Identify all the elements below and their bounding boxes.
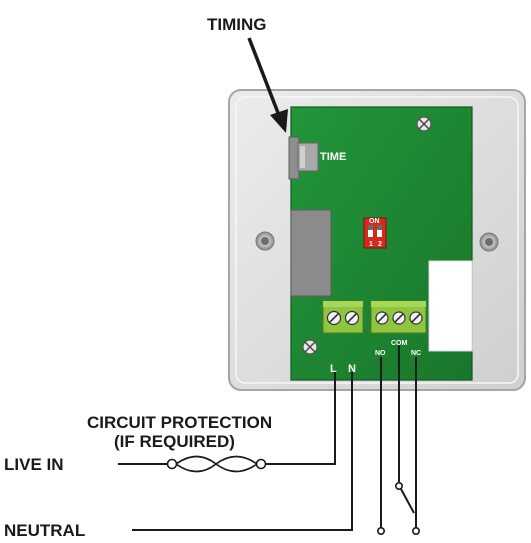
terminal-block-relay: [370, 300, 427, 334]
wires: [118, 345, 417, 531]
arrow-icon: [247, 37, 288, 133]
label-nc: NC: [411, 350, 421, 357]
fuse-icon: [166, 455, 267, 473]
if-required-label: (IF REQUIRED): [114, 432, 235, 451]
label-l: L: [330, 363, 337, 375]
dip-2-label: 2: [378, 241, 382, 248]
dip-1-label: 1: [369, 241, 373, 248]
mounting-hole-left: [255, 231, 275, 251]
timing-label: TIMING: [207, 15, 267, 34]
live-in-label: LIVE IN: [4, 455, 64, 474]
timing-potentiometer: [288, 136, 319, 180]
label-n: N: [348, 363, 356, 375]
time-label: TIME: [320, 151, 346, 163]
label-com: COM: [391, 340, 408, 347]
neutral-label: NEUTRAL: [4, 521, 85, 540]
relay-component: [290, 209, 332, 297]
dip-on-label: ON: [369, 218, 380, 225]
label-no: NO: [375, 350, 386, 357]
terminal-block-ln: [322, 300, 364, 334]
relay-contact-symbol: [376, 481, 420, 535]
white-component: [428, 260, 473, 352]
dip-switch: [363, 217, 387, 249]
mounting-hole-right: [479, 232, 499, 252]
cross-screw-icon: [302, 339, 318, 355]
circuit-protection-label: CIRCUIT PROTECTION: [87, 413, 272, 432]
cross-screw-icon: [416, 116, 432, 132]
